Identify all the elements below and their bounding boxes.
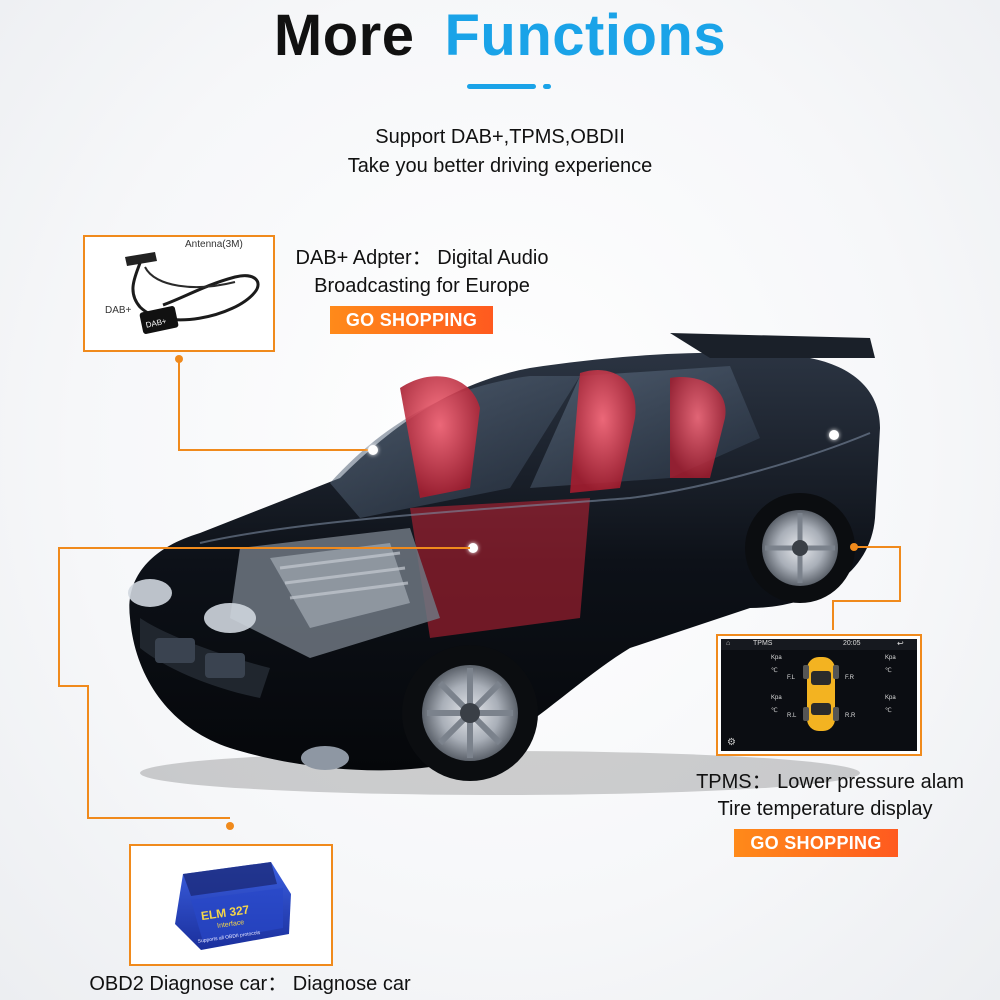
wheel-label-fr: F.R bbox=[845, 675, 854, 681]
obd-connector-line-bottom bbox=[87, 817, 230, 819]
title-underline-dot bbox=[543, 84, 551, 89]
obd-device-brand: ELM 327 bbox=[200, 902, 250, 923]
antenna-label: Antenna(3M) bbox=[185, 239, 243, 250]
tpms-screen-title: TPMS bbox=[753, 640, 773, 647]
tpms-desc-line-1: TPMS： Lower pressure alam bbox=[696, 771, 964, 793]
obd-connector-line-top bbox=[58, 547, 470, 549]
car-illustration bbox=[128, 333, 880, 795]
dab-connector-dot bbox=[175, 355, 183, 363]
subtitle-line-2: Take you better driving experience bbox=[347, 155, 653, 177]
dab-connector-line-v bbox=[178, 360, 180, 450]
rr-pressure-unit: Kpa bbox=[885, 695, 896, 701]
tpms-connector-line-right bbox=[899, 546, 901, 602]
tpms-car-icon bbox=[803, 657, 839, 731]
dab-connector-line-h bbox=[178, 449, 372, 451]
tpms-connector-line-bottom bbox=[832, 600, 901, 602]
back-icon[interactable]: ↩ bbox=[897, 639, 904, 648]
settings-gear-icon[interactable]: ⚙ bbox=[727, 737, 736, 748]
dab-adapter-image-box: DAB+ Antenna(3M) DAB+ bbox=[83, 235, 275, 352]
wheel-label-rl: R.L bbox=[787, 713, 797, 719]
dab-go-shopping-button[interactable]: GO SHOPPING bbox=[330, 306, 493, 334]
dab-adapter-icon: DAB+ bbox=[125, 252, 260, 334]
dab-label: DAB+ bbox=[105, 305, 132, 316]
dab-desc-line-1: DAB+ Adpter： Digital Audio bbox=[295, 247, 549, 269]
tpms-connector-line-down bbox=[832, 600, 834, 630]
tpms-desc-line-2: Tire temperature display bbox=[717, 798, 933, 820]
tpms-connector-line-top bbox=[856, 546, 901, 548]
fl-temp-unit: ℃ bbox=[771, 668, 778, 674]
dab-desc-line-2: Broadcasting for Europe bbox=[314, 275, 530, 297]
obd-device-image-box: ELM 327 Interface Supports all OBDII pro… bbox=[129, 844, 333, 966]
rl-temp-unit: ℃ bbox=[771, 708, 778, 714]
rr-temp-unit: ℃ bbox=[885, 708, 892, 714]
obd-desc: OBD2 Diagnose car： Diagnose car bbox=[89, 973, 411, 995]
page-title: More Functions bbox=[0, 2, 1000, 69]
title-word-functions: Functions bbox=[444, 3, 727, 68]
home-icon[interactable]: ⌂ bbox=[726, 640, 731, 647]
obd-device-sub: Interface bbox=[217, 919, 245, 930]
tpms-screen: ⌂ TPMS 20:05 ↩ Kpa ℃ F.L Kpa ℃ F.R Kpa ℃… bbox=[721, 639, 917, 751]
tpms-connector-dot-top bbox=[850, 543, 858, 551]
svg-text:DAB+: DAB+ bbox=[145, 316, 168, 329]
tpms-target-dot bbox=[829, 430, 839, 440]
tpms-time: 20:05 bbox=[843, 640, 861, 647]
tpms-screen-box: ⌂ TPMS 20:05 ↩ Kpa ℃ F.L Kpa ℃ F.R Kpa ℃… bbox=[716, 634, 922, 756]
title-underline bbox=[467, 84, 536, 89]
rl-pressure-unit: Kpa bbox=[771, 695, 782, 701]
title-word-more: More bbox=[273, 3, 415, 68]
obd-connector-line-step bbox=[58, 685, 88, 687]
obd-connector-dot bbox=[226, 822, 234, 830]
dab-target-dot bbox=[368, 445, 378, 455]
obd-scanner-icon: ELM 327 Interface Supports all OBDII pro… bbox=[175, 862, 291, 950]
fr-temp-unit: ℃ bbox=[885, 668, 892, 674]
fr-pressure-unit: Kpa bbox=[885, 655, 896, 661]
wheel-label-fl: F.L bbox=[787, 675, 796, 681]
obd-target-dot bbox=[468, 543, 478, 553]
fl-pressure-unit: Kpa bbox=[771, 655, 782, 661]
obd-connector-line-left bbox=[58, 547, 60, 687]
wheel-label-rr: R.R bbox=[845, 713, 856, 719]
subtitle-line-1: Support DAB+,TPMS,OBDII bbox=[375, 126, 625, 148]
tpms-go-shopping-button[interactable]: GO SHOPPING bbox=[734, 829, 898, 857]
obd-connector-line-down bbox=[87, 685, 89, 819]
